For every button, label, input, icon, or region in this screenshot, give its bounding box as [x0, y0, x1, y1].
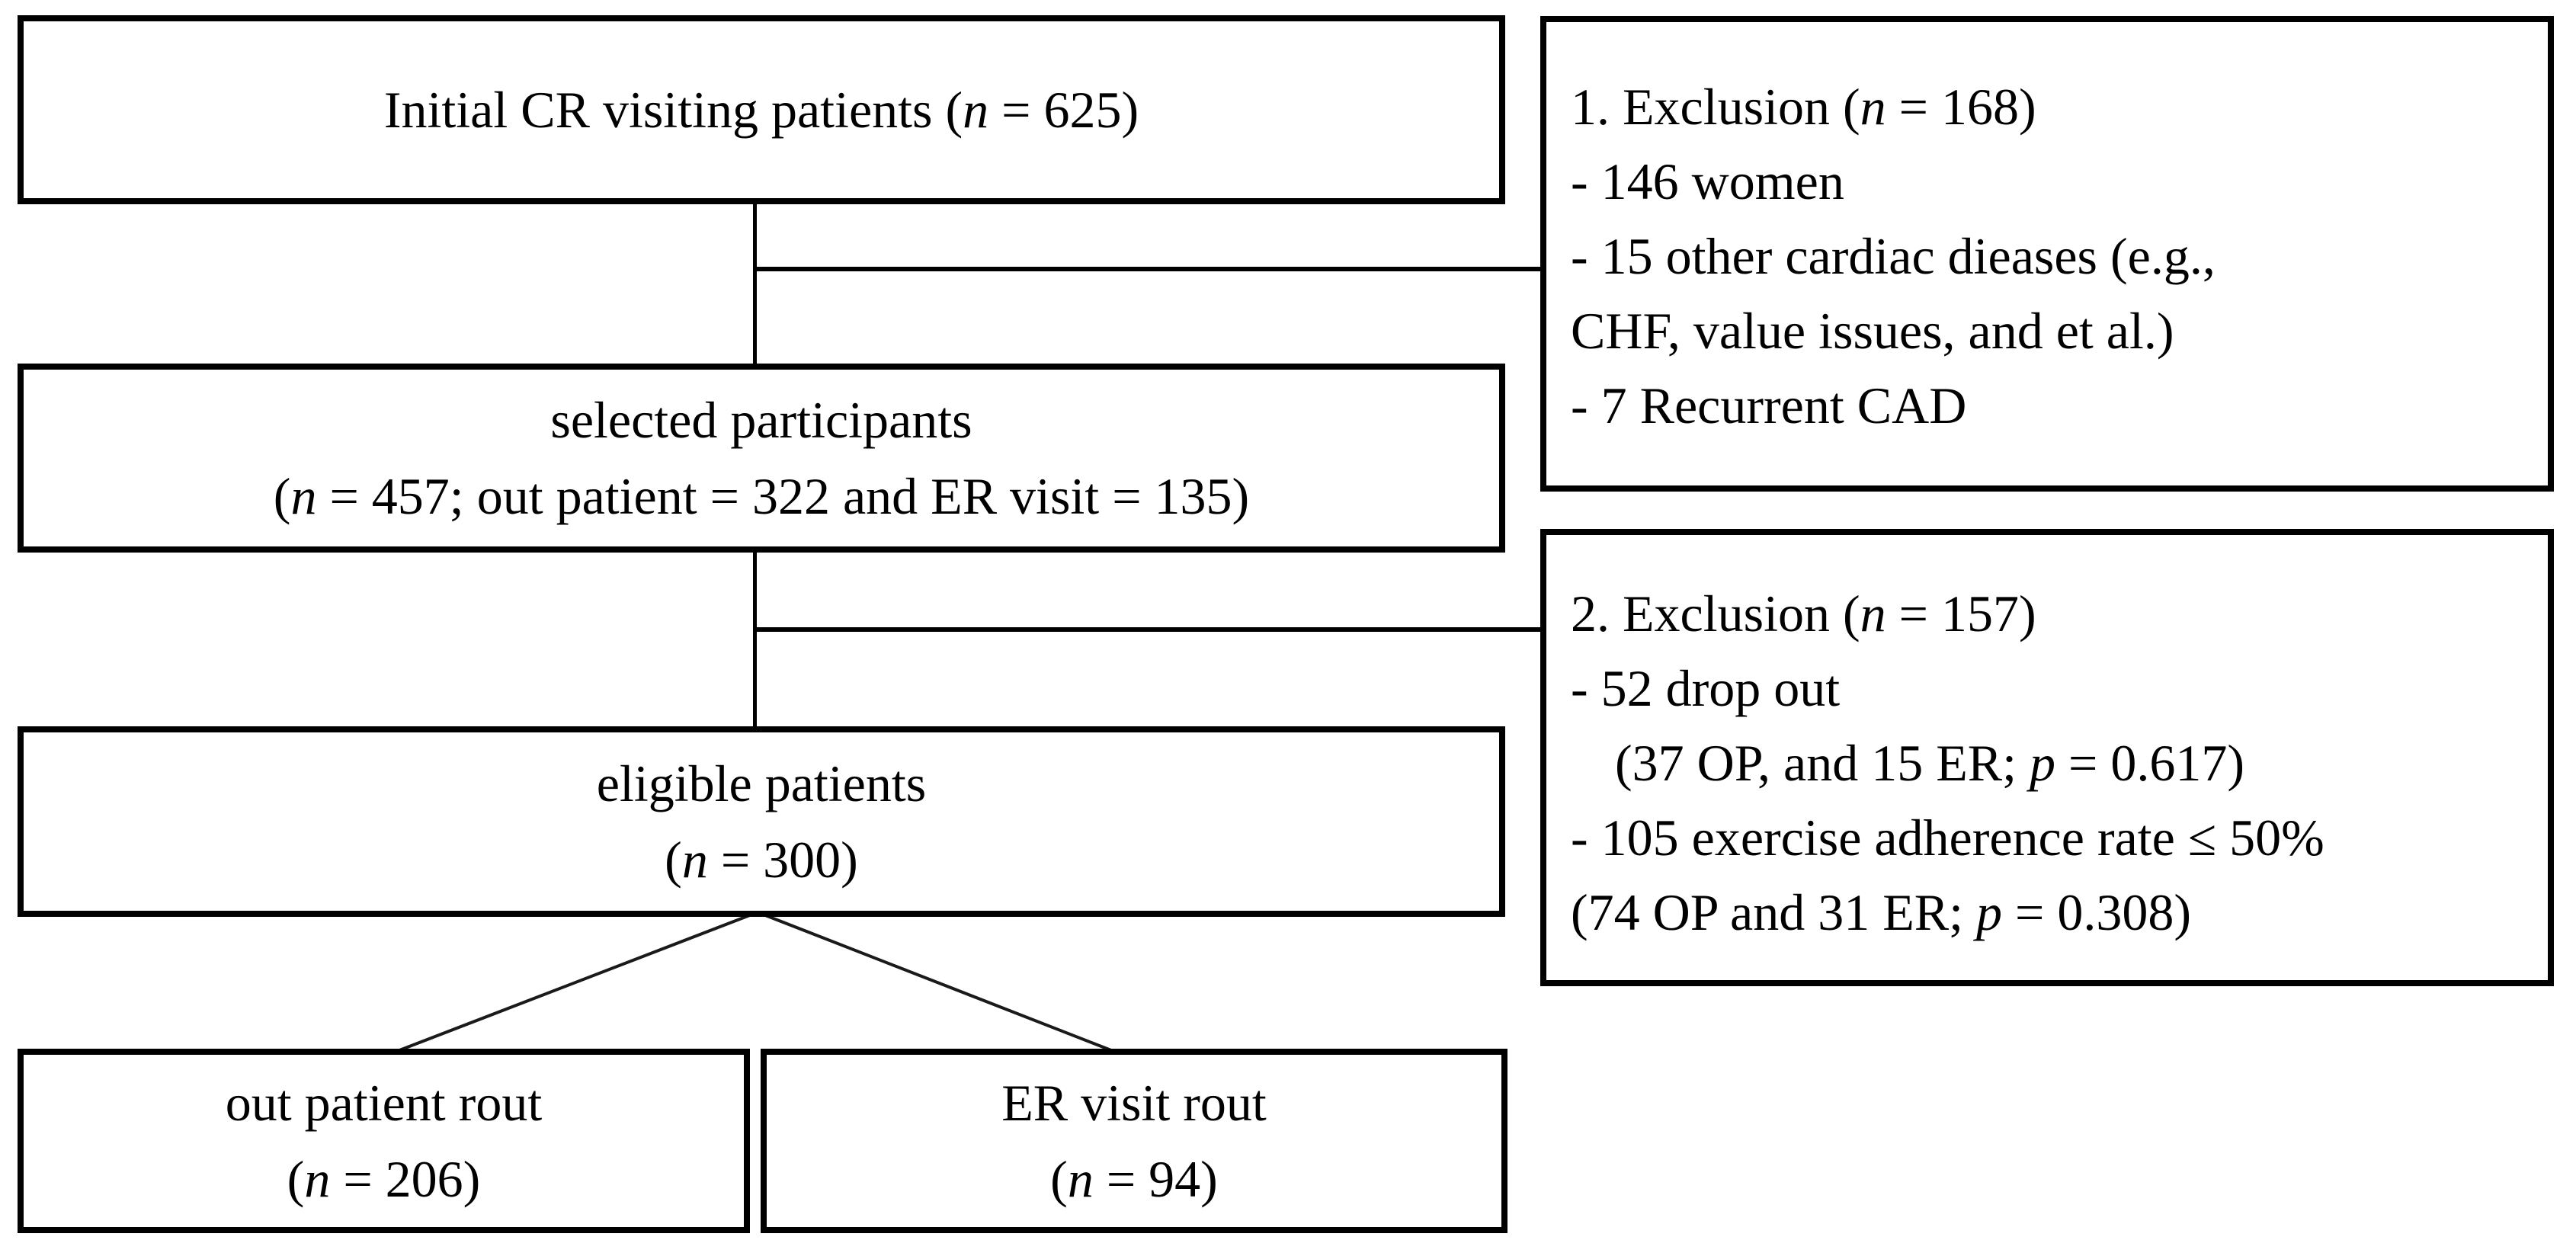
box-eligible-patients: eligible patients (n = 300)	[18, 726, 1505, 917]
exclusion2-line1-pre: 2. Exclusion (	[1571, 585, 1860, 642]
exclusion2-line1-post: = 157)	[1886, 585, 2036, 642]
italic-n: n	[963, 81, 989, 139]
exclusion2-line5-pre: (74 OP and 31 ER;	[1571, 883, 1977, 941]
outpatient-line2: (n = 206)	[287, 1141, 481, 1217]
outpatient-line2-post: = 206)	[330, 1150, 481, 1208]
er-line2: (n = 94)	[1050, 1141, 1218, 1217]
eligible-line2-pre: (	[665, 831, 682, 889]
initial-label-post: = 625)	[988, 81, 1139, 139]
italic-p: p	[2030, 734, 2055, 792]
italic-p: p	[1976, 883, 2003, 941]
italic-n: n	[304, 1150, 331, 1208]
italic-n: n	[681, 831, 708, 889]
selected-line2-post: = 457; out patient = 322 and ER visit = …	[316, 467, 1250, 525]
exclusion2-line5: (74 OP and 31 ER; p = 0.308)	[1571, 875, 2533, 950]
er-line2-pre: (	[1050, 1150, 1068, 1208]
outpatient-line1: out patient rout	[225, 1074, 543, 1132]
eligible-line2-post: = 300)	[707, 831, 858, 889]
box-outpatient-rout: out patient rout (n = 206)	[18, 1049, 750, 1233]
exclusion1-line3: - 15 other cardiac dieases (e.g.,	[1571, 227, 2216, 285]
selected-line2-pre: (	[273, 467, 291, 525]
er-line2-post: = 94)	[1093, 1150, 1218, 1208]
connector-vertical-1	[753, 204, 757, 364]
diagonal-left-line	[395, 911, 758, 1053]
exclusion1-line1-pre: 1. Exclusion (	[1571, 78, 1860, 136]
exclusion2-line3: (37 OP, and 15 ER; p = 0.617)	[1571, 726, 2533, 800]
exclusion1-line4: CHF, value issues, and et al.)	[1571, 302, 2174, 360]
italic-n: n	[290, 467, 317, 525]
exclusion2-line5-post: = 0.308)	[2002, 883, 2192, 941]
initial-label: Initial CR visiting patients (n = 625)	[384, 72, 1139, 148]
eligible-line2: (n = 300)	[665, 822, 858, 898]
er-line1: ER visit rout	[1001, 1074, 1267, 1132]
outpatient-line2-pre: (	[287, 1150, 305, 1208]
exclusion2-line3-pre: (37 OP, and 15 ER;	[1615, 734, 2030, 792]
initial-label-pre: Initial CR visiting patients (	[383, 81, 963, 139]
box-er-visit-rout: ER visit rout (n = 94)	[761, 1049, 1507, 1233]
exclusion1-line2: - 146 women	[1571, 152, 1844, 210]
box-selected-participants: selected participants (n = 457; out pati…	[18, 364, 1505, 553]
selected-line2: (n = 457; out patient = 322 and ER visit…	[274, 458, 1249, 534]
selected-line1: selected participants	[550, 391, 972, 449]
exclusion2-line2: - 52 drop out	[1571, 659, 1841, 717]
italic-n: n	[1067, 1150, 1094, 1208]
connector-horizontal-1	[753, 267, 1540, 271]
italic-n: n	[1860, 585, 1886, 642]
exclusion1-line1: 1. Exclusion (n = 168)	[1571, 69, 2525, 144]
box-initial-cr-patients: Initial CR visiting patients (n = 625)	[18, 15, 1505, 204]
exclusion1-line1-post: = 168)	[1886, 78, 2036, 136]
connector-horizontal-2	[753, 627, 1540, 632]
diagonal-right-line	[757, 911, 1116, 1053]
box-exclusion-2: 2. Exclusion (n = 157) - 52 drop out (37…	[1540, 529, 2554, 986]
exclusion2-line3-post: = 0.617)	[2055, 734, 2244, 792]
eligible-line1: eligible patients	[596, 755, 927, 812]
italic-n: n	[1860, 78, 1886, 136]
connector-vertical-2	[753, 553, 757, 726]
exclusion2-line4: - 105 exercise adherence rate ≤ 50%	[1571, 809, 2324, 867]
exclusion1-line5: - 7 Recurrent CAD	[1571, 376, 1967, 434]
exclusion2-line1: 2. Exclusion (n = 157)	[1571, 576, 2533, 651]
box-exclusion-1: 1. Exclusion (n = 168) - 146 women - 15 …	[1540, 16, 2554, 492]
